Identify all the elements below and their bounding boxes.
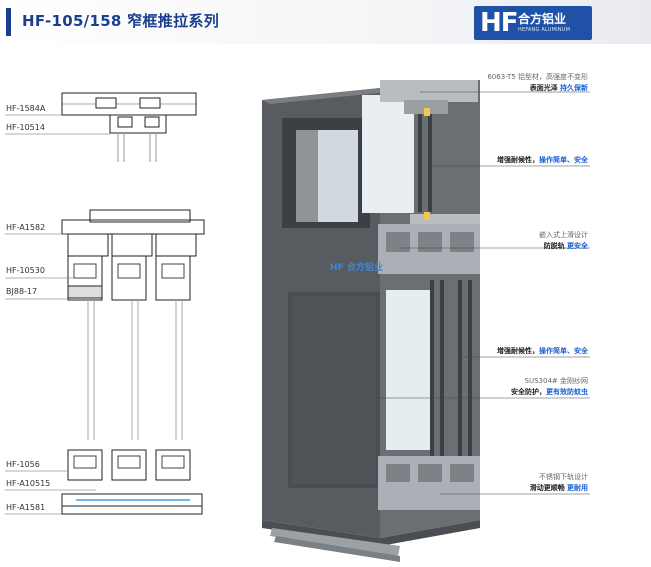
callout-main: 安全防护， — [511, 388, 546, 396]
callout-sub: 6063-T5 铝型材，高强度不变形 — [487, 73, 588, 81]
callout-main: 增强耐候性， — [497, 156, 539, 164]
part-label-hf-1584a: HF-1584A — [6, 104, 46, 113]
callout-sub: SUS304# 金刚纱网 — [524, 377, 588, 385]
callout-highlight: 更耐用 — [567, 484, 588, 492]
part-label-hf-1056: HF-1056 — [6, 460, 40, 469]
callout-main: 表面光泽 — [529, 84, 558, 92]
window-rendering — [262, 80, 480, 562]
callout-highlight: 更有效防蚊虫 — [546, 388, 588, 396]
part-label-hf-a1582: HF-A1582 — [6, 223, 46, 232]
callout-highlight: 持久保新 — [560, 84, 588, 92]
callout-highlight: 操作简单、安全 — [539, 347, 588, 355]
page-title: HF-105/158 窄框推拉系列 — [22, 12, 219, 30]
part-label-hf-a10515: HF-A10515 — [6, 479, 51, 488]
part-label-hf-10530: HF-10530 — [6, 266, 45, 275]
callout-track: 不锈钢下轨设计 滑动更顺畅 更耐用 — [530, 472, 588, 494]
callout-anti-derail: 嵌入式上滑设计 防脱轨 更安全 — [539, 230, 588, 252]
part-label-bj88-17: BJ88-17 — [6, 287, 38, 296]
callout-weather-lower: 增强耐候性，操作简单、安全 — [497, 346, 588, 357]
part-label-hf-10514: HF-10514 — [6, 123, 45, 132]
callout-sub: 不锈钢下轨设计 — [539, 473, 588, 481]
frame-logo: HF 合方铝业 — [330, 263, 383, 273]
callout-highlight: 更安全 — [567, 242, 588, 250]
callout-screen: SUS304# 金刚纱网 安全防护，更有效防蚊虫 — [511, 376, 588, 398]
callout-weather-upper: 增强耐候性，操作简单、安全 — [497, 155, 588, 166]
callout-material: 6063-T5 铝型材，高强度不变形 表面光泽 持久保新 — [487, 72, 588, 94]
logo-english-name: HEFANG ALUMINUM — [518, 27, 571, 33]
logo-mark: HF — [480, 8, 519, 38]
callout-main: 滑动更顺畅 — [529, 484, 565, 492]
title-accent-bar — [6, 8, 11, 36]
part-label-hf-a1581: HF-A1581 — [6, 503, 46, 512]
brand-logo: HF 合方铝业 HEFANG ALUMINUM — [474, 6, 592, 40]
logo-name: 合方铝业 — [518, 12, 567, 26]
page-header: HF-105/158 窄框推拉系列 HF 合方铝业 HEFANG ALUMINU… — [0, 0, 651, 44]
callout-highlight: 操作简单、安全 — [539, 156, 588, 164]
callout-main: 增强耐候性， — [497, 347, 539, 355]
callout-sub: 嵌入式上滑设计 — [539, 231, 588, 239]
callout-main: 防脱轨 — [543, 242, 565, 250]
